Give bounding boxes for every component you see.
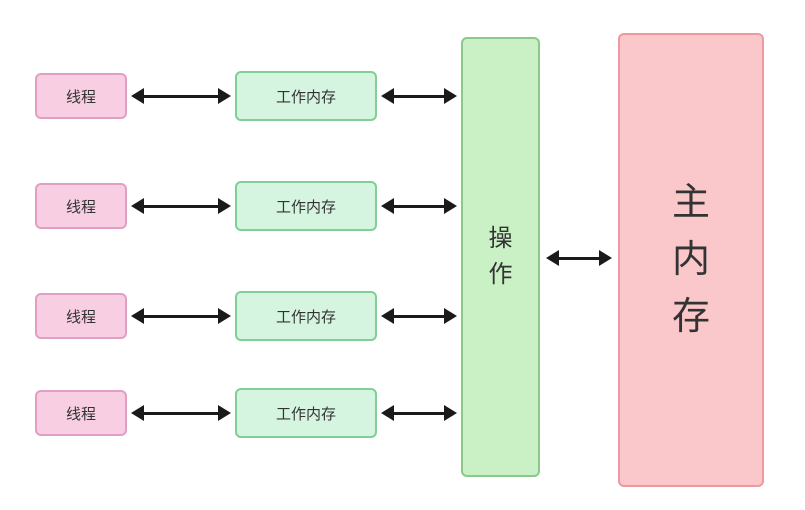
arrowhead-left-icon [131,198,144,214]
working-memory-label-3: 工作内存 [275,308,336,326]
thread-box-3: 线程 [35,293,127,339]
arrow-thread-working-2 [131,198,231,214]
arrowhead-right-icon [599,250,612,266]
arrow-shaft [559,256,599,260]
working-memory-label-4: 工作内存 [275,405,336,423]
working-memory-label-2: 工作内存 [275,198,336,216]
thread-box-2: 线程 [35,183,127,229]
operation-box: 操作 [461,37,540,477]
arrow-operation-main [546,250,612,266]
arrow-working-operation-1 [381,88,457,104]
arrowhead-right-icon [218,405,231,421]
arrowhead-right-icon [218,88,231,104]
arrowhead-left-icon [381,405,394,421]
arrow-working-operation-4 [381,405,457,421]
arrowhead-right-icon [444,405,457,421]
arrow-shaft [394,411,444,415]
arrow-shaft [144,94,218,98]
arrowhead-left-icon [131,308,144,324]
arrowhead-left-icon [546,250,559,266]
arrow-thread-working-4 [131,405,231,421]
working-memory-box-3: 工作内存 [235,291,377,341]
main-memory-label: 主内存 [671,181,710,338]
thread-label-3: 线程 [65,308,96,326]
arrowhead-right-icon [444,198,457,214]
working-memory-box-1: 工作内存 [235,71,377,121]
arrow-shaft [144,314,218,318]
thread-label-4: 线程 [65,405,96,423]
working-memory-box-2: 工作内存 [235,181,377,231]
arrow-shaft [144,411,218,415]
arrow-working-operation-2 [381,198,457,214]
arrow-thread-working-1 [131,88,231,104]
arrow-shaft [394,204,444,208]
arrow-shaft [144,204,218,208]
operation-label: 操作 [488,225,513,288]
thread-label-1: 线程 [65,88,96,106]
arrow-shaft [394,314,444,318]
arrowhead-right-icon [444,308,457,324]
arrowhead-left-icon [381,198,394,214]
arrowhead-left-icon [131,405,144,421]
working-memory-label-1: 工作内存 [275,88,336,106]
thread-box-1: 线程 [35,73,127,119]
arrowhead-left-icon [381,308,394,324]
arrowhead-left-icon [381,88,394,104]
arrow-working-operation-3 [381,308,457,324]
arrowhead-right-icon [218,308,231,324]
main-memory-box: 主内存 [618,33,764,487]
arrowhead-right-icon [444,88,457,104]
arrowhead-right-icon [218,198,231,214]
arrowhead-left-icon [131,88,144,104]
thread-box-4: 线程 [35,390,127,436]
arrow-shaft [394,94,444,98]
arrow-thread-working-3 [131,308,231,324]
thread-label-2: 线程 [65,198,96,216]
working-memory-box-4: 工作内存 [235,388,377,438]
